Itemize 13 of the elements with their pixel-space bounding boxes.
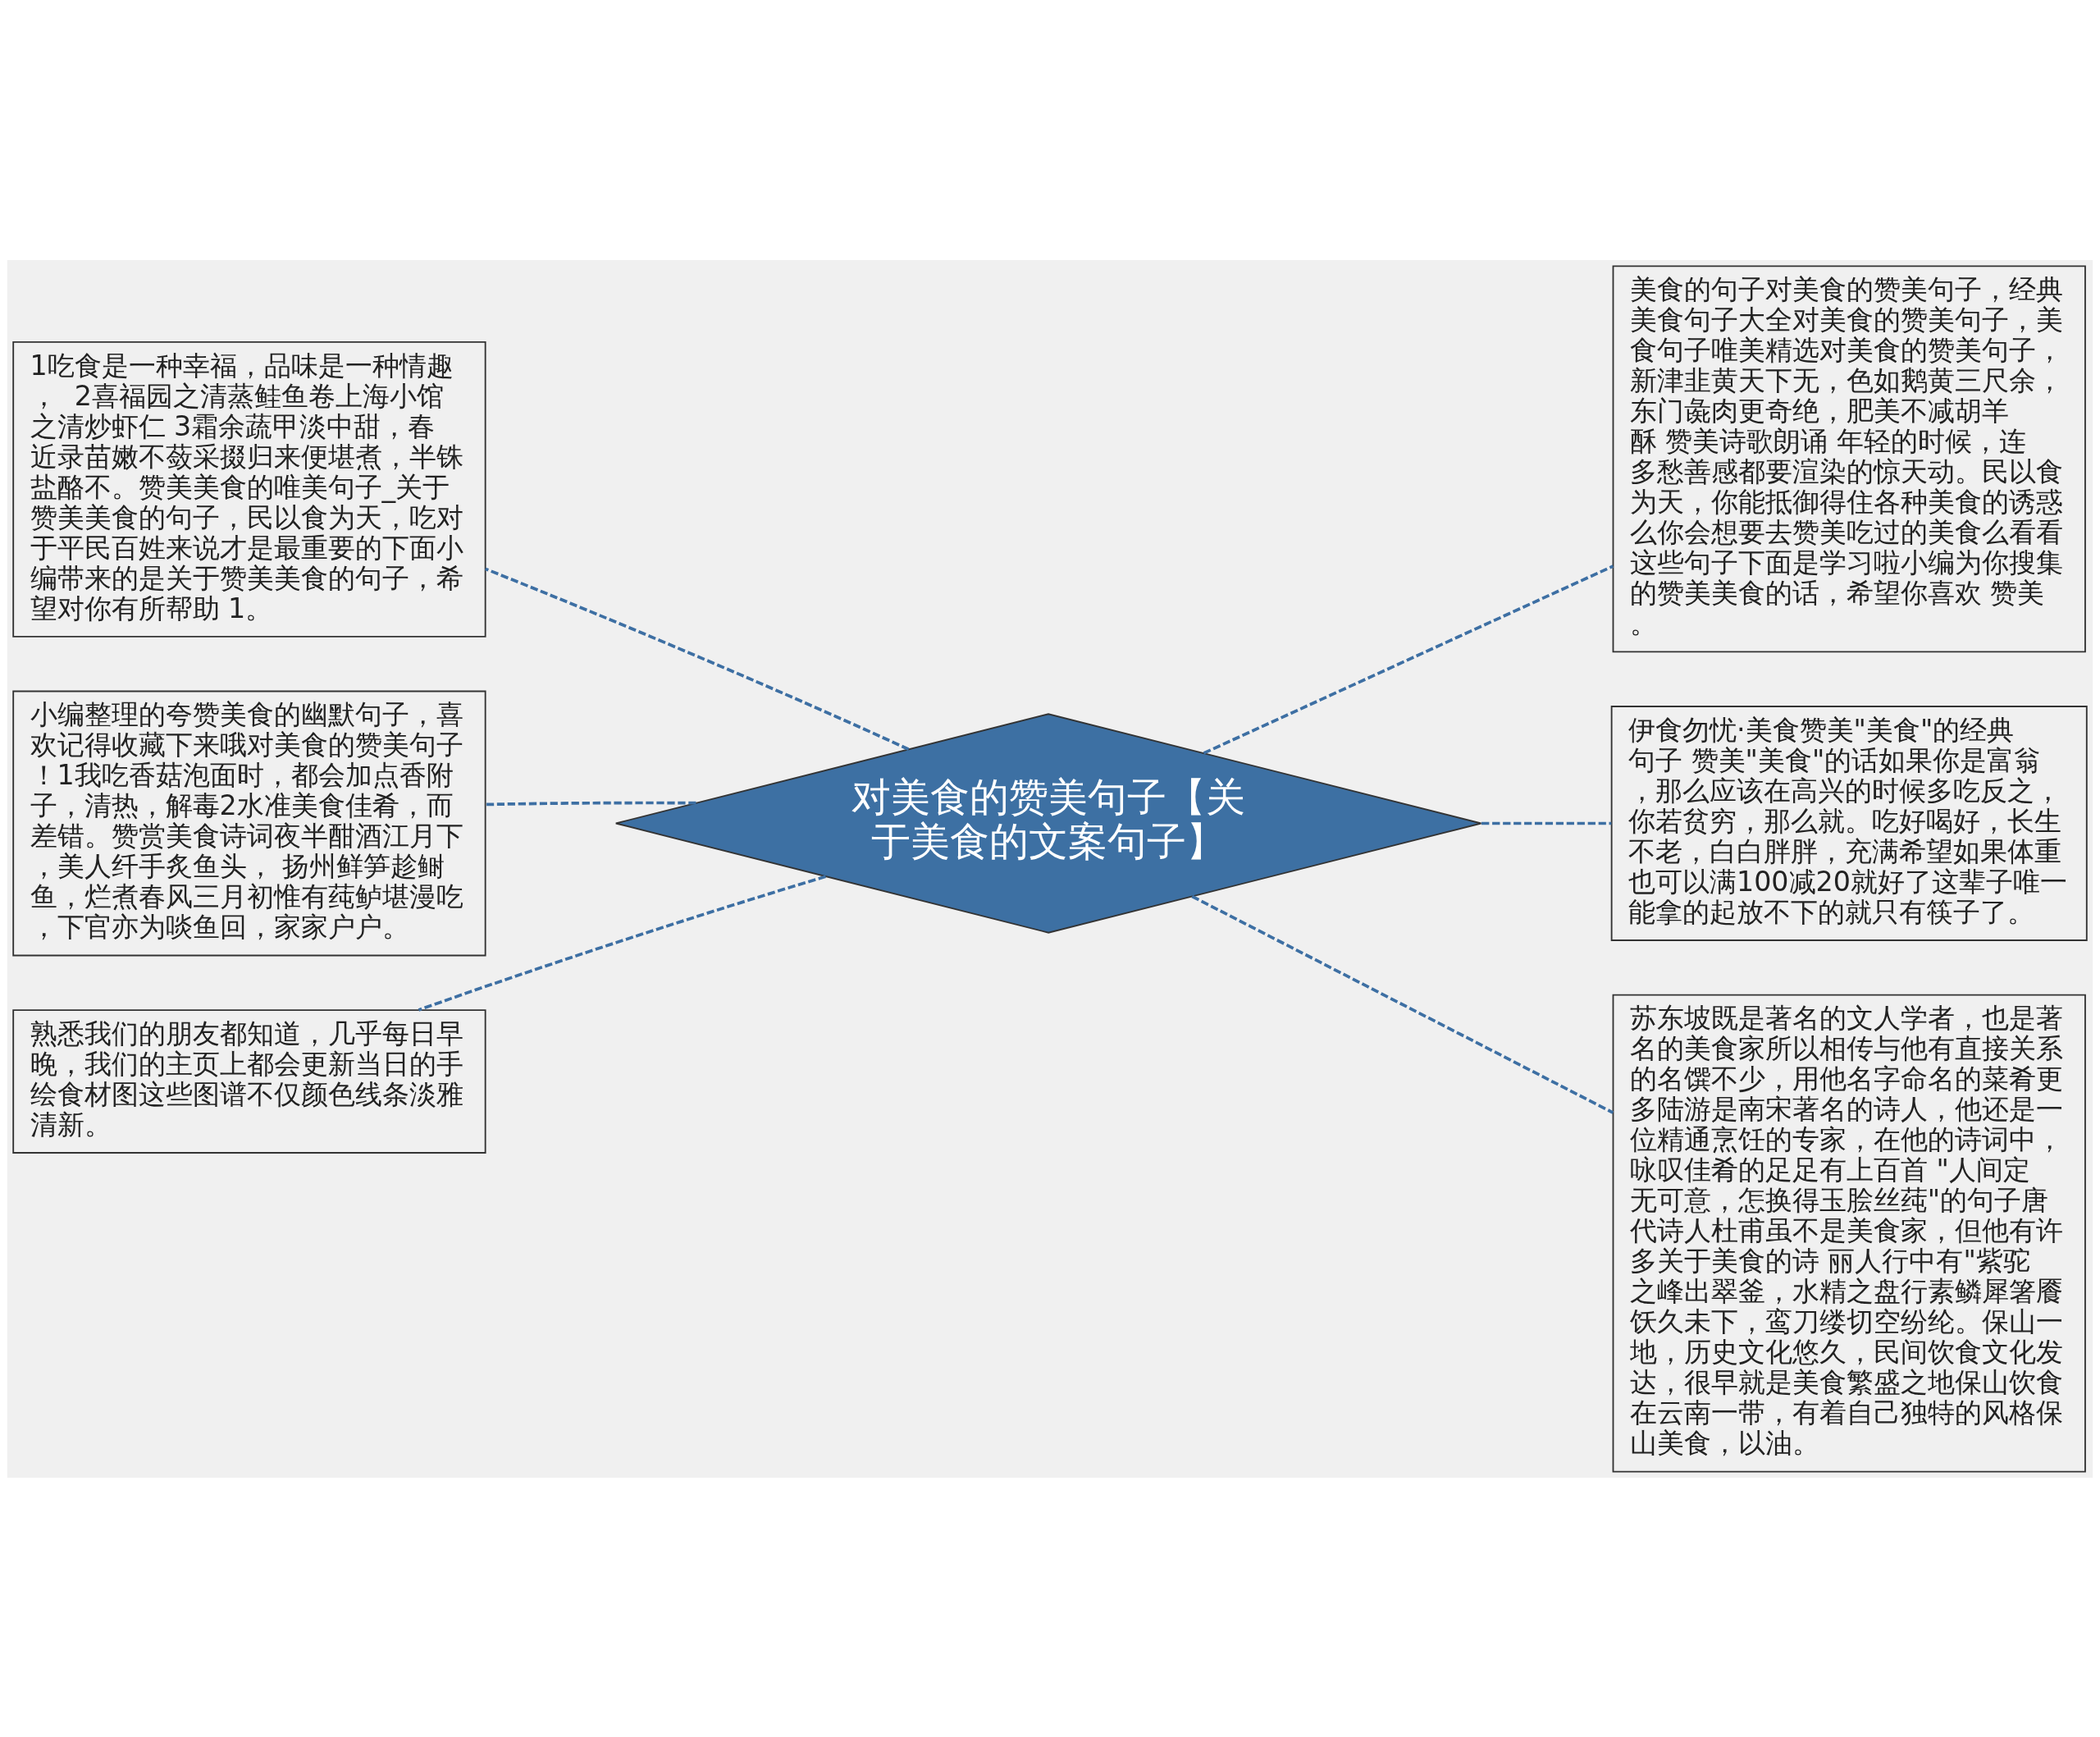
connector — [485, 567, 910, 751]
node-box: 苏东坡既是著名的文人学者，也是著名的美食家所以相传与他有直接关系的名馔不少，用他名字命名的菜肴更多陆游是南宋著名的诗人，他还是一位精通烹饪的专家，在他的诗词中，咏叹佳肴的足足有上百首 "人间定无可意，怎换得玉脍丝莼"的句子唐代诗人杜甫虽不是美食家，但他有许多关于美食的诗 丽人行中有"紫驼之峰出翠釜，水精之盘行素鳞犀箸餍饫久未下，鸾刀缕切空纷纶。保山一地，历史文化悠久，民间饮食文化发达，很早就是美食繁盛之地保山饮食在云南一带，有着自己独特的风格保山美食，以油。 — [1612, 994, 2086, 1473]
node-box: 熟悉我们的朋友都知道，几乎每日早晚，我们的主页上都会更新当日的手绘食材图这些图谱不仅颜色线条淡雅清新。 — [12, 1008, 486, 1154]
connector — [485, 801, 696, 806]
connector — [1481, 821, 1612, 825]
node-box: 美食的句子对美食的赞美句子，经典美食句子大全对美食的赞美句子，美食句子唯美精选对美食的赞美句子，新津韭黄天下无，色如鹅黄三尺余，东门彘肉更奇绝，肥美不减胡羊酥 赞美诗歌朗诵 年轻的时候，连多愁善感都要渲染的惊天动。民以食为天，你能抵御得住各种美食的诱惑么你会想要去赞美吃过的美食么看看这些句子下面是学习啦小编为你搜集的赞美美食的话，希望你喜欢 赞美。 — [1612, 264, 2086, 652]
connector — [1191, 894, 1614, 1114]
node-box: 伊食勿忧·美食赞美"美食"的经典句子 赞美"美食"的话如果你是富翁，那么应该在高兴的时候多吃反之，你若贫穷，那么就。吃好喝好，长生不老，白白胖胖，充满希望如果体重也可以满100减20就好了这辈子唯一能拿的起放不下的就只有筷子了。 — [1610, 705, 2088, 941]
node-box: 1吃食是一种幸福，品味是一种情趣， 2喜福园之清蒸鲑鱼卷上海小馆之清炒虾仁 3霜余蔬甲淡中甜，春近录苗嫩不蔹采掇归来便堪煮，半铢盐酪不。赞美美食的唯美句子_关于赞美美食的句子，民以食为天，吃对于平民百姓来说才是最重要的下面小编带来的是关于赞美美食的句子，希望对你有所帮助 1。 — [12, 341, 486, 638]
connector — [418, 875, 827, 1012]
node-diamond: 对美食的赞美句子【关于美食的文案句子】 — [614, 712, 1482, 934]
node-box: 小编整理的夸赞美食的幽默句子，喜欢记得收藏下来哦对美食的赞美句子！1我吃香菇泡面时，都会加点香附子，清热，解毒2水准美食佳肴，而差错。赞赏美食诗词夜半酣酒江月下，美人纤手炙鱼头， 扬州鲜笋趁鲥鱼，烂煮春风三月初惟有莼鲈堪漫吃，下官亦为啖鱼回，家家户户。 — [12, 690, 486, 956]
connector — [1203, 564, 1614, 755]
